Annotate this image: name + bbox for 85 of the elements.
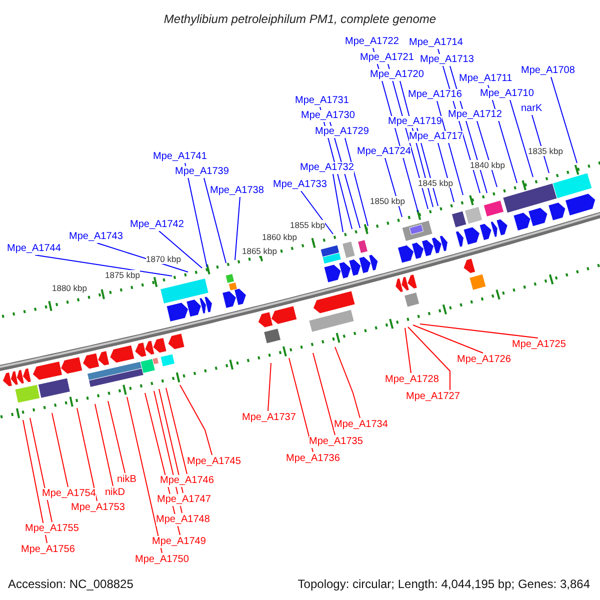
gene-label: Mpe_A1733: [273, 179, 327, 191]
gene-label: Mpe_A1727: [406, 391, 460, 403]
leader-line: [52, 412, 68, 488]
leader-line: [312, 352, 336, 436]
gene-label: Mpe_A1748: [156, 514, 210, 526]
leader-line: [180, 384, 212, 456]
gene-label: Mpe_A1735: [309, 436, 363, 448]
leader-line: [22, 420, 48, 544]
gene-label: Mpe_A1738: [210, 185, 264, 197]
scale-tick-label: 1840 kbp: [470, 160, 505, 170]
gene-label: Mpe_A1739: [175, 166, 229, 178]
gene-label: Mpe_A1747: [157, 494, 211, 506]
gene-label: Mpe_A1753: [71, 502, 125, 514]
scale-tick-label: 1860 kbp: [262, 232, 297, 242]
leader-line: [404, 328, 412, 374]
leader-line: [436, 100, 464, 196]
gene-label: Mpe_A1725: [512, 339, 566, 351]
gene-label: Mpe_A1729: [315, 126, 369, 138]
leader-line: [158, 388, 184, 494]
leader-line: [108, 400, 126, 474]
gene-label: Mpe_A1756: [21, 544, 75, 556]
leader-line: [420, 324, 538, 338]
scale-tick-label: 1855 kbp: [290, 220, 325, 230]
leader-line: [76, 408, 98, 502]
scale-tick-label: 1880 kbp: [52, 283, 87, 293]
gene-label: Mpe_A1710: [480, 88, 534, 100]
gene-label: Mpe_A1732: [300, 162, 354, 174]
gene-label: Mpe_A1711: [459, 73, 512, 85]
gene-label: Mpe_A1755: [25, 523, 79, 535]
leader-line: [158, 230, 202, 268]
gene-label: Mpe_A1746: [160, 475, 214, 487]
leader-line: [332, 174, 344, 232]
scale-tick-label: 1835 kbp: [528, 146, 563, 156]
genome-summary: Topology: circular; Length: 4,044,195 bp; Genes: 3,864: [298, 576, 590, 593]
gene-label: Mpe_A1731: [295, 95, 349, 107]
scale-tick-label: 1870 kbp: [146, 254, 181, 264]
leader-line: [288, 358, 314, 452]
gene-label: Mpe_A1750: [135, 554, 189, 566]
leader-line: [412, 324, 484, 354]
leader-line: [334, 346, 360, 418]
gene-label: Mpe_A1734: [334, 419, 388, 431]
leader-line: [510, 100, 534, 178]
leader-line: [184, 162, 208, 268]
leader-line: [30, 418, 52, 522]
gene-label: Mpe_A1742: [130, 219, 184, 231]
accession-number: Accession: NC_008825: [8, 576, 134, 593]
scale-tick-label: 1865 kbp: [242, 246, 277, 256]
gene-label: Mpe_A1719: [388, 116, 442, 128]
leader-line: [34, 254, 172, 276]
gene-label: Mpe_A1708: [521, 65, 575, 77]
gene-label: Mpe_A1712: [448, 109, 502, 121]
leader-line: [94, 404, 114, 486]
leader-line: [204, 178, 226, 264]
gene-label: Mpe_A1722: [345, 36, 399, 48]
gene-label: Mpe_A1736: [286, 453, 340, 465]
gene-label: Mpe_A1717: [409, 131, 463, 143]
gene-label: Mpe_A1730: [301, 110, 355, 122]
gene-label: Mpe_A1737: [242, 412, 296, 424]
scale-tick-label: 1875 kbp: [105, 270, 140, 280]
gene-label: Mpe_A1744: [7, 243, 61, 255]
gene-label: Mpe_A1726: [457, 354, 511, 366]
gene-label: Mpe_A1716: [408, 89, 462, 101]
gene-label: Mpe_A1721: [360, 52, 414, 64]
leader-line: [268, 362, 272, 412]
leader-line: [166, 388, 188, 474]
leader-line: [408, 326, 450, 390]
leader-line: [550, 76, 578, 164]
title: Methylibium petroleiphilum PM1, complete genome: [164, 11, 436, 28]
gene-label: Mpe_A1720: [370, 69, 424, 81]
gene-label: Mpe_A1741: [153, 151, 207, 163]
gene-label: Mpe_A1714: [409, 37, 463, 49]
gene-label: Mpe_A1749: [152, 536, 206, 548]
gene-label: Mpe_A1713: [420, 54, 474, 66]
leader-line: [126, 396, 162, 554]
scale-tick-label: 1845 kbp: [418, 178, 453, 188]
gene-label: Mpe_A1728: [385, 374, 439, 386]
gene-label: narK: [521, 103, 542, 115]
leader-line: [234, 196, 240, 260]
gene-label: Mpe_A1754: [42, 488, 96, 500]
leader-line: [344, 138, 368, 226]
gene-label: Mpe_A1724: [357, 146, 411, 158]
leader-line: [300, 190, 334, 234]
gene-label: Mpe_A1745: [187, 456, 241, 468]
gene-label: Mpe_A1743: [69, 231, 123, 243]
scale-tick-label: 1850 kbp: [370, 196, 405, 206]
